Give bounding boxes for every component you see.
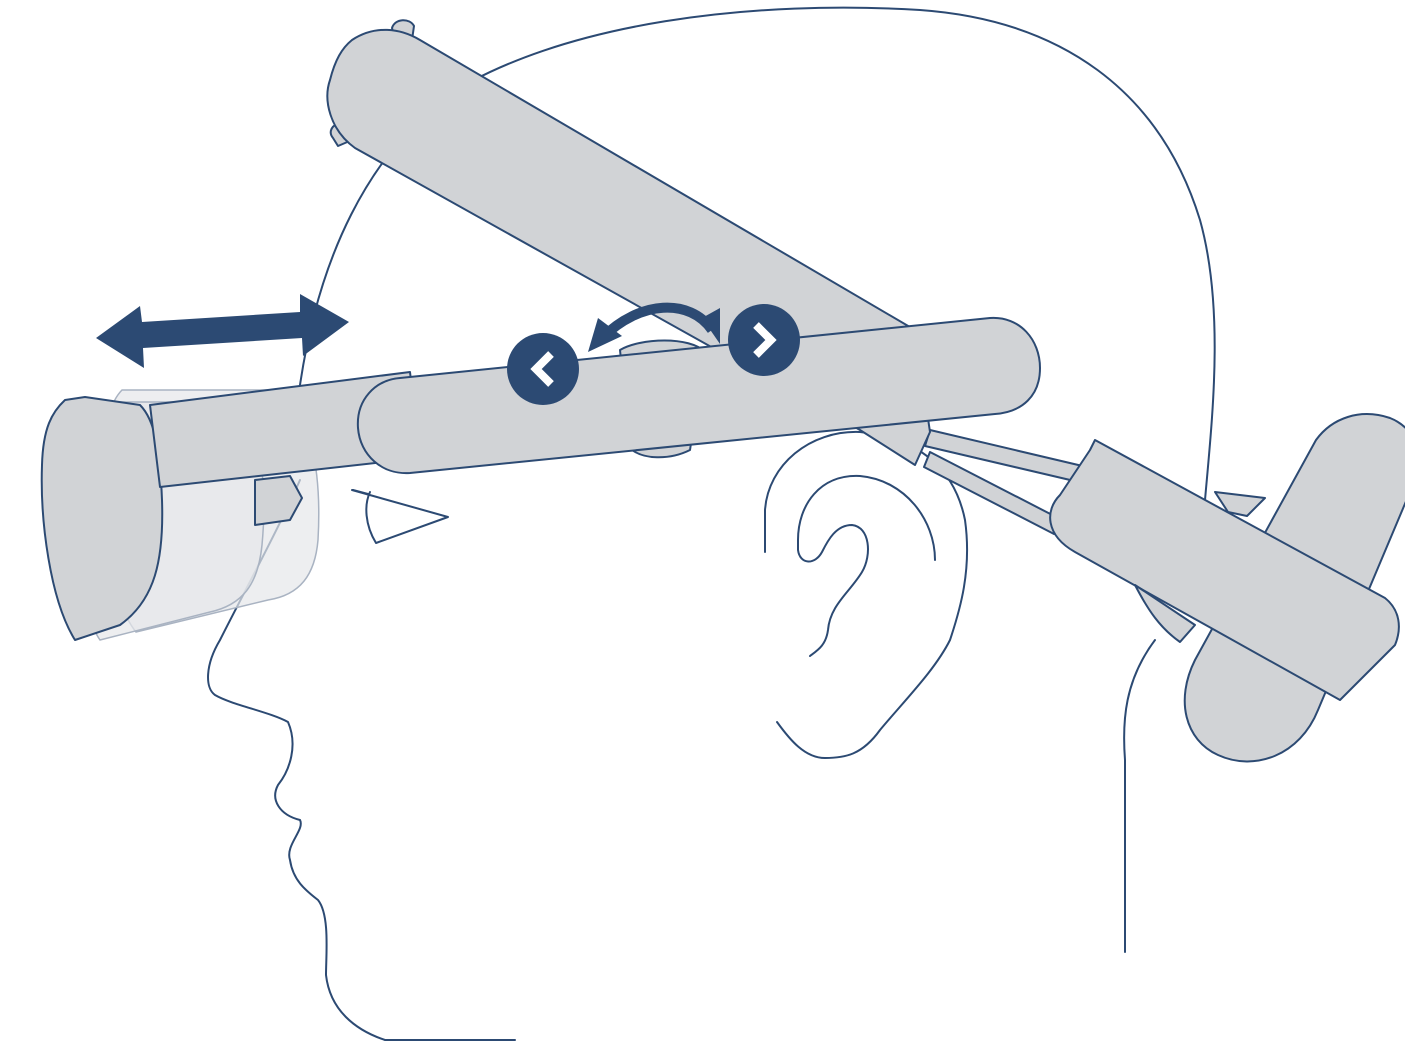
double-headed-arrow-icon bbox=[96, 294, 349, 368]
chevron-left-circle bbox=[507, 333, 579, 405]
ear-outer bbox=[765, 432, 967, 758]
eye bbox=[352, 490, 448, 543]
chevron-left-icon bbox=[507, 333, 579, 405]
neck-line bbox=[1124, 640, 1155, 952]
chevron-right-circle bbox=[728, 304, 800, 376]
chevron-right-icon bbox=[728, 304, 800, 376]
ear bbox=[765, 432, 967, 758]
ear-inner bbox=[798, 476, 935, 656]
